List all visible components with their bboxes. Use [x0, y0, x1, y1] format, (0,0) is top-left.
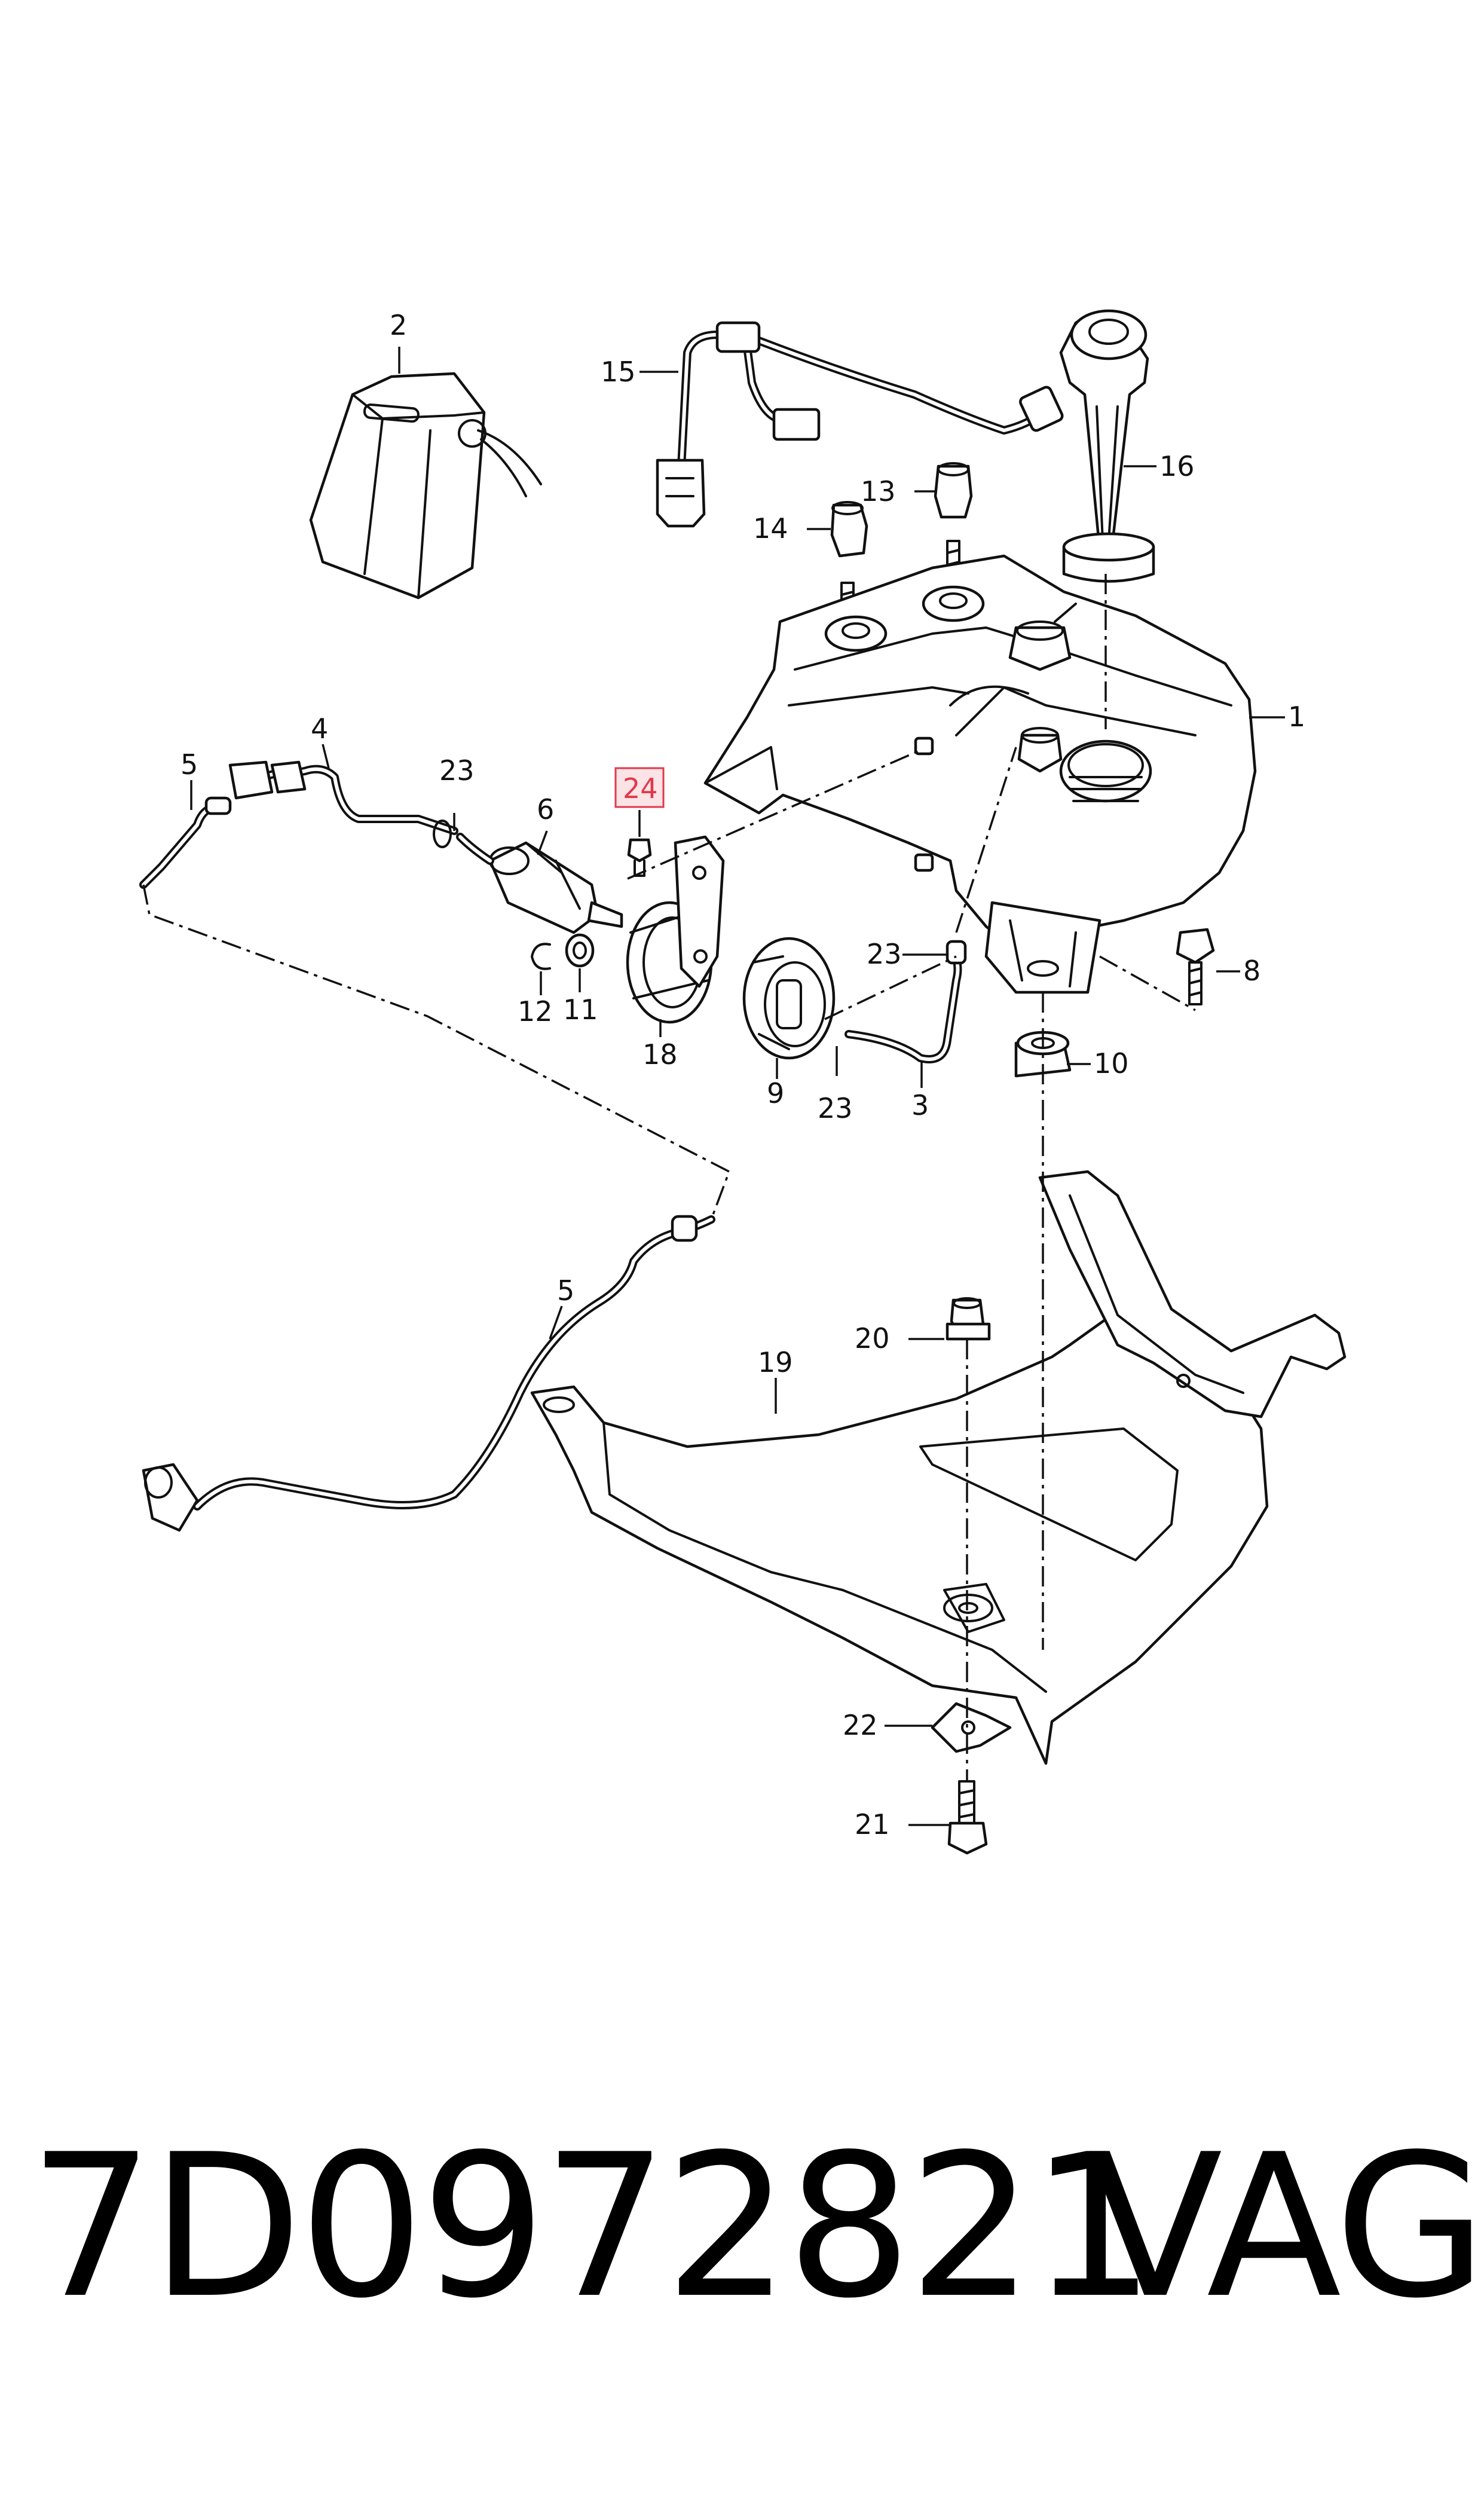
callout-8: 8 [1243, 955, 1260, 987]
part-3-hose[interactable] [844, 940, 967, 1063]
part-1-tank[interactable] [703, 554, 1257, 994]
callout-6: 6 [537, 793, 554, 826]
brand-name: VAG [1088, 2112, 1484, 2341]
callout-24-highlight [614, 767, 665, 808]
part-5-hose-upper[interactable] [139, 796, 232, 889]
part-21-bolt[interactable] [947, 1780, 988, 1855]
pump-bracket[interactable] [674, 835, 725, 988]
callout-12: 12 [518, 995, 553, 1028]
callout-23c: 23 [818, 1092, 853, 1124]
part-11-washer[interactable] [565, 933, 595, 968]
part-number: 7D0972821 [29, 2112, 1156, 2341]
part-9-ring[interactable] [742, 937, 836, 1060]
part-4-hose[interactable] [228, 760, 458, 848]
part-6-fuel-pump[interactable] [456, 833, 623, 934]
callout-24: 24 [623, 772, 658, 805]
callout-16: 16 [1159, 450, 1195, 482]
part-5-hose-lower[interactable] [142, 1215, 715, 1532]
part-20-nut[interactable] [946, 1297, 991, 1341]
part-13-sensor[interactable] [934, 462, 973, 593]
callout-20: 20 [855, 1322, 890, 1355]
callout-1: 1 [1288, 701, 1305, 733]
callout-21: 21 [855, 1808, 890, 1841]
callout-10: 10 [1094, 1047, 1129, 1080]
callout-5b: 5 [557, 1274, 574, 1307]
part-16-filler-neck[interactable] [1059, 309, 1155, 583]
callout-2: 2 [390, 309, 407, 341]
part-15-wiring-harness[interactable] [656, 321, 1064, 528]
part-2-canister[interactable] [309, 372, 542, 600]
callout-18: 18 [642, 1038, 678, 1071]
part-22-clip[interactable] [931, 1702, 1012, 1753]
assembly-lines [142, 574, 1196, 1781]
part-8-bolt[interactable] [1176, 928, 1215, 1005]
callout-22: 22 [843, 1709, 878, 1741]
leader-lines [190, 347, 1285, 1826]
callout-14: 14 [753, 512, 788, 545]
part-24-nipple[interactable] [627, 838, 652, 877]
callout-11: 11 [563, 993, 598, 1026]
callout-4: 4 [311, 713, 328, 745]
callout-19: 19 [758, 1346, 793, 1378]
callout-15: 15 [601, 356, 636, 388]
part-12-clip[interactable] [531, 943, 551, 970]
callout-5a: 5 [180, 748, 198, 781]
callout-9: 9 [767, 1077, 784, 1109]
callout-23b: 23 [867, 938, 902, 970]
callout-23a: 23 [439, 754, 475, 787]
callout-labels: 1 2 3 4 5 5 6 8 9 10 11 12 13 14 15 16 1… [180, 309, 1305, 1841]
part-19-shield[interactable] [530, 1170, 1347, 1765]
callout-3: 3 [911, 1089, 929, 1121]
callout-13: 13 [861, 475, 896, 508]
